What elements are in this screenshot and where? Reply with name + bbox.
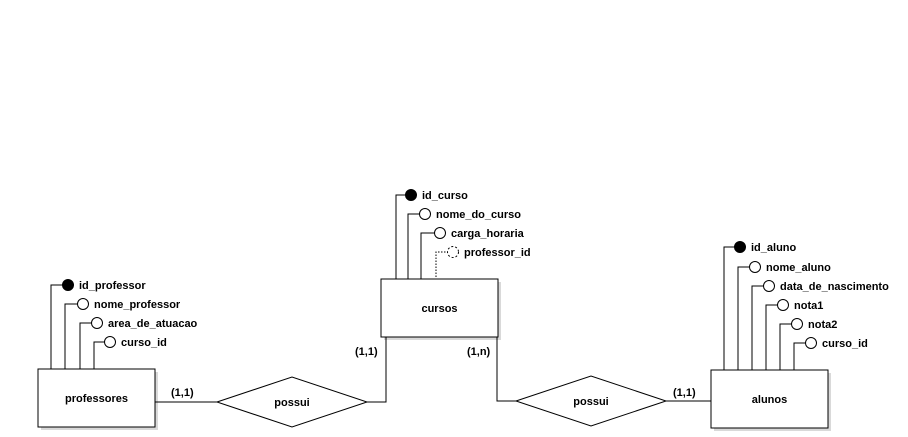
- cardinality-label: (1,n): [467, 346, 491, 358]
- attribute-label: id_aluno: [751, 242, 797, 254]
- connector-nome-aluno: [737, 266, 749, 370]
- entity-name: alunos: [752, 394, 787, 406]
- entity-professores[interactable]: id_professor nome_professor area_de_atua…: [37, 279, 198, 431]
- attribute-icon: [749, 261, 761, 273]
- connector-curso-id: [93, 341, 104, 369]
- connector-id-professor: [50, 284, 62, 369]
- connector-nome-professor: [64, 303, 77, 369]
- attribute-label: area_de_atuacao: [108, 318, 198, 330]
- derived-attribute-icon: [447, 246, 459, 258]
- attribute-icon: [104, 336, 116, 348]
- link-possui-cursos: [367, 337, 387, 403]
- attribute-label: carga_horaria: [451, 228, 525, 240]
- attribute-icon: [434, 227, 446, 239]
- cardinality-label: (1,1): [355, 346, 378, 358]
- entity-alunos[interactable]: id_aluno nome_aluno data_de_nascimento n…: [710, 241, 889, 432]
- attribute-icon: [77, 298, 89, 310]
- relationship-name: possui: [274, 397, 309, 409]
- entity-box: [710, 369, 829, 429]
- connector-curso-id: [793, 342, 805, 370]
- connector-data-de-nascimento: [751, 285, 763, 370]
- relationship-name: possui: [573, 396, 608, 408]
- attribute-label: nome_professor: [94, 299, 181, 311]
- relationship-diamond: [215, 376, 369, 428]
- relationship-diamond: [514, 375, 668, 427]
- attribute-icon: [763, 280, 775, 292]
- attribute-label: curso_id: [822, 338, 868, 350]
- cardinality-label: (1,1): [673, 387, 696, 399]
- attribute-label: nota1: [794, 300, 823, 312]
- connector-nota1: [765, 304, 777, 370]
- connector-nota2: [779, 323, 791, 370]
- link-cursos-possui: [496, 337, 516, 402]
- attribute-label: nome_do_curso: [436, 209, 521, 221]
- connector-area-de-atuacao: [79, 322, 91, 369]
- attribute-label: id_professor: [79, 280, 146, 292]
- attribute-label: data_de_nascimento: [780, 281, 889, 293]
- attribute-label: nota2: [808, 319, 837, 331]
- attribute-icon: [91, 317, 103, 329]
- relationship-possui-left[interactable]: possui: [215, 376, 369, 428]
- primary-key-icon: [734, 241, 746, 253]
- connector-nome-do-curso: [407, 213, 419, 280]
- attribute-icon: [419, 208, 431, 220]
- connector-professor-id: [435, 251, 447, 280]
- entity-box: [37, 368, 156, 428]
- connector-id-aluno: [723, 246, 734, 370]
- attribute-icon: [805, 337, 817, 349]
- entity-cursos[interactable]: id_curso nome_do_curso carga_horaria pro…: [380, 189, 531, 341]
- primary-key-icon: [62, 279, 74, 291]
- attribute-label: professor_id: [464, 247, 531, 259]
- attribute-icon: [791, 318, 803, 330]
- attribute-label: curso_id: [121, 337, 167, 349]
- entity-name: professores: [65, 393, 128, 405]
- attribute-icon: [777, 299, 789, 311]
- attribute-label: nome_aluno: [766, 262, 831, 274]
- entity-name: cursos: [421, 303, 457, 315]
- relationship-possui-right[interactable]: possui: [514, 375, 668, 427]
- cardinality-label: (1,1): [171, 387, 194, 399]
- connector-id-curso: [395, 194, 405, 280]
- primary-key-icon: [405, 189, 417, 201]
- entity-box: [380, 278, 499, 338]
- attribute-label: id_curso: [422, 190, 468, 202]
- connector-carga-horaria: [420, 232, 435, 280]
